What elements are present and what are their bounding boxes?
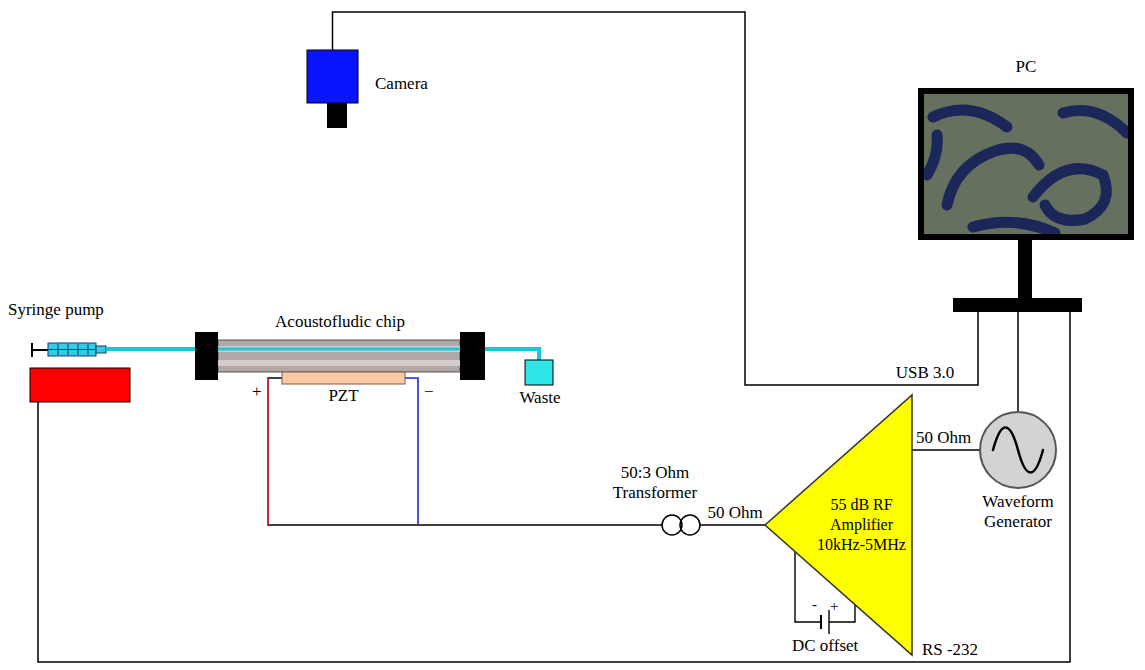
screen-image	[927, 110, 1127, 233]
sine-symbol	[993, 428, 1043, 473]
waste-label: Waste	[512, 388, 568, 408]
amplifier-label: 55 dB RF Amplifier 10kHz-5MHz	[817, 495, 906, 555]
chip-layer	[218, 360, 460, 366]
monitor-neck	[1018, 240, 1032, 298]
camera-label: Camera	[375, 74, 428, 94]
screen-blob	[927, 135, 937, 175]
battery-plate	[820, 615, 822, 629]
monitor-screen	[924, 94, 1128, 234]
edge-label: 50 Ohm	[705, 504, 764, 522]
camera-body	[307, 50, 358, 103]
polarity-sign: −	[424, 382, 434, 402]
pzt-transducer: PZT	[282, 372, 405, 406]
waste-box: Waste	[512, 360, 568, 412]
syringe-plunger	[32, 349, 48, 351]
chip-channel	[195, 348, 485, 351]
camera-lens	[327, 103, 347, 128]
pc-monitor-shape	[915, 55, 1137, 312]
negative-wire	[405, 378, 418, 525]
fluid-tubing	[138, 347, 195, 351]
screen-blob	[973, 222, 1055, 233]
rf-amplifier: 55 dB RF Amplifier 10kHz-5MHz	[765, 395, 912, 655]
wire	[700, 524, 705, 526]
syringe-scale	[49, 349, 95, 350]
screen-blob	[1033, 169, 1106, 221]
battery-plate	[828, 610, 829, 634]
transformer-coil	[680, 515, 700, 535]
syringe-pump: Syringe pump	[8, 300, 138, 402]
serial-cable	[38, 312, 1070, 662]
waveform-generator: Waveform Generator	[975, 412, 1061, 532]
syringe-tip	[96, 346, 106, 353]
screen-blob	[947, 148, 1039, 205]
dc-offset-label: DC offset	[792, 636, 858, 656]
syringe-barrel	[48, 343, 96, 356]
monitor-base	[953, 298, 1082, 312]
signal-cable	[912, 449, 975, 451]
edge-label: 50 Ohm	[914, 429, 973, 447]
chip-holder	[195, 332, 218, 380]
pzt-label: PZT	[282, 386, 405, 406]
transformer-coil	[662, 515, 682, 535]
generator-circle	[980, 412, 1056, 488]
edge-label: USB 3.0	[894, 364, 957, 382]
camera-box: Camera	[307, 50, 457, 130]
chip-body	[218, 340, 460, 372]
monitor-frame	[918, 88, 1134, 240]
polarity-sign: +	[252, 382, 262, 402]
positive-wire	[267, 378, 269, 525]
transformer-label: 50:3 Ohm Transformer	[605, 463, 705, 503]
usb-cable	[333, 12, 979, 385]
wire	[605, 524, 662, 526]
generator-label: Waveform Generator	[975, 492, 1061, 532]
transformer: 50:3 Ohm Transformer	[605, 463, 705, 538]
polarity-sign: -	[812, 594, 817, 614]
waste-container	[525, 360, 553, 385]
chip-channel	[218, 348, 460, 351]
edge-label: RS -232	[920, 641, 980, 659]
pc-monitor: PC	[915, 55, 1137, 312]
fluid-tubing	[485, 349, 539, 360]
chip-layer	[218, 346, 460, 352]
pump-label: Syringe pump	[8, 300, 104, 320]
tubing	[106, 347, 138, 351]
chip-label: Acoustofludic chip	[195, 312, 485, 332]
acoustofluidic-chip: Acoustofludic chip	[195, 312, 485, 380]
pzt-element	[282, 372, 405, 384]
screen-blob	[1063, 111, 1127, 134]
chip-holder	[460, 332, 485, 380]
polarity-sign: +	[830, 596, 838, 616]
drive-wire	[268, 378, 605, 525]
control-cable	[1017, 312, 1019, 412]
amplifier-triangle	[765, 395, 912, 655]
screen-blob	[933, 110, 1007, 127]
pc-label: PC	[915, 57, 1137, 77]
pump-body	[30, 368, 130, 402]
signal-cable	[705, 524, 765, 526]
